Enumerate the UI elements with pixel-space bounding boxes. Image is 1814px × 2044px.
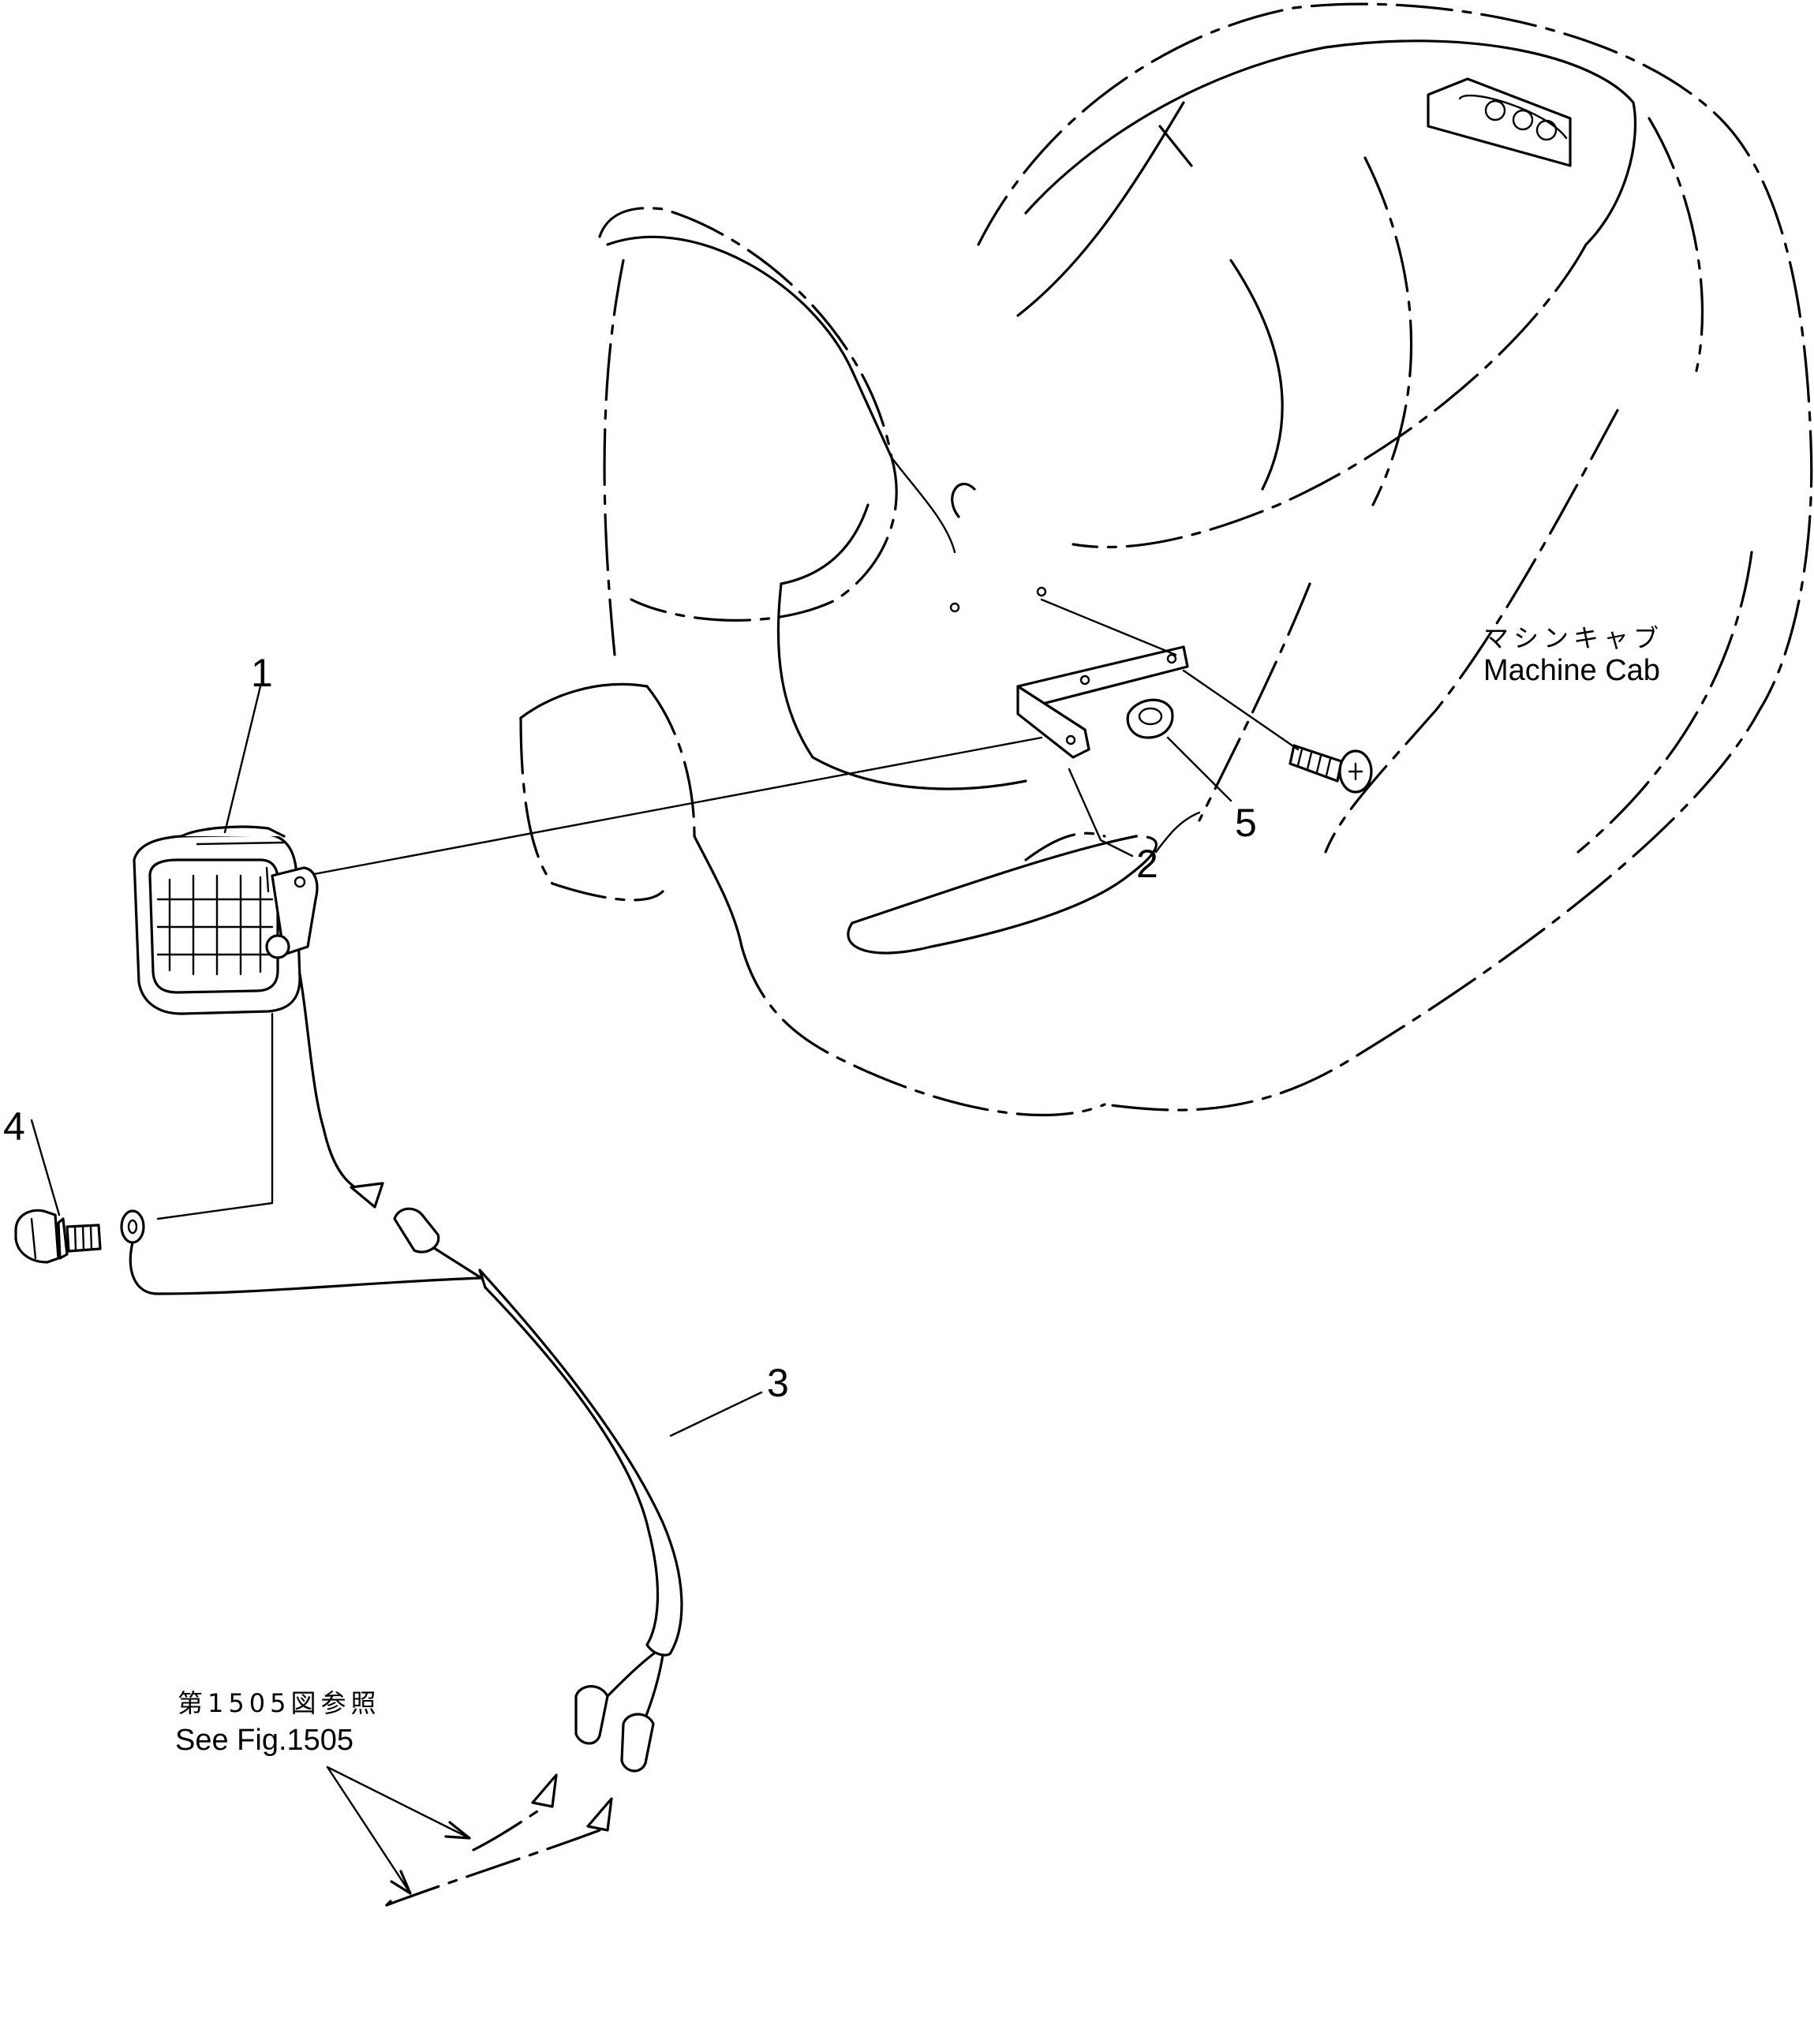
callout-3: 3 — [767, 1361, 789, 1405]
work-lamp — [133, 825, 319, 1015]
reference-label-en: See Fig.1505 — [175, 1724, 353, 1757]
callout-5: 5 — [1235, 801, 1257, 845]
machine-cab-label-jp: マシンキャブ — [1483, 623, 1663, 653]
ring-terminal — [120, 1209, 145, 1244]
wiring-harness — [129, 973, 683, 1907]
callout-2: 2 — [1136, 842, 1158, 886]
nut — [1126, 698, 1174, 739]
flange-bolt — [14, 1209, 102, 1264]
reference-label-jp: 第1505図参照 — [178, 1688, 380, 1718]
callout-1: 1 — [251, 651, 273, 695]
mounting-bracket — [1016, 645, 1189, 759]
callout-4: 4 — [3, 1104, 25, 1149]
machine-cab — [519, 2, 1813, 1117]
screw — [1289, 744, 1373, 794]
machine-cab-label-en: Machine Cab — [1483, 654, 1660, 687]
leader-lines — [30, 598, 1300, 1895]
